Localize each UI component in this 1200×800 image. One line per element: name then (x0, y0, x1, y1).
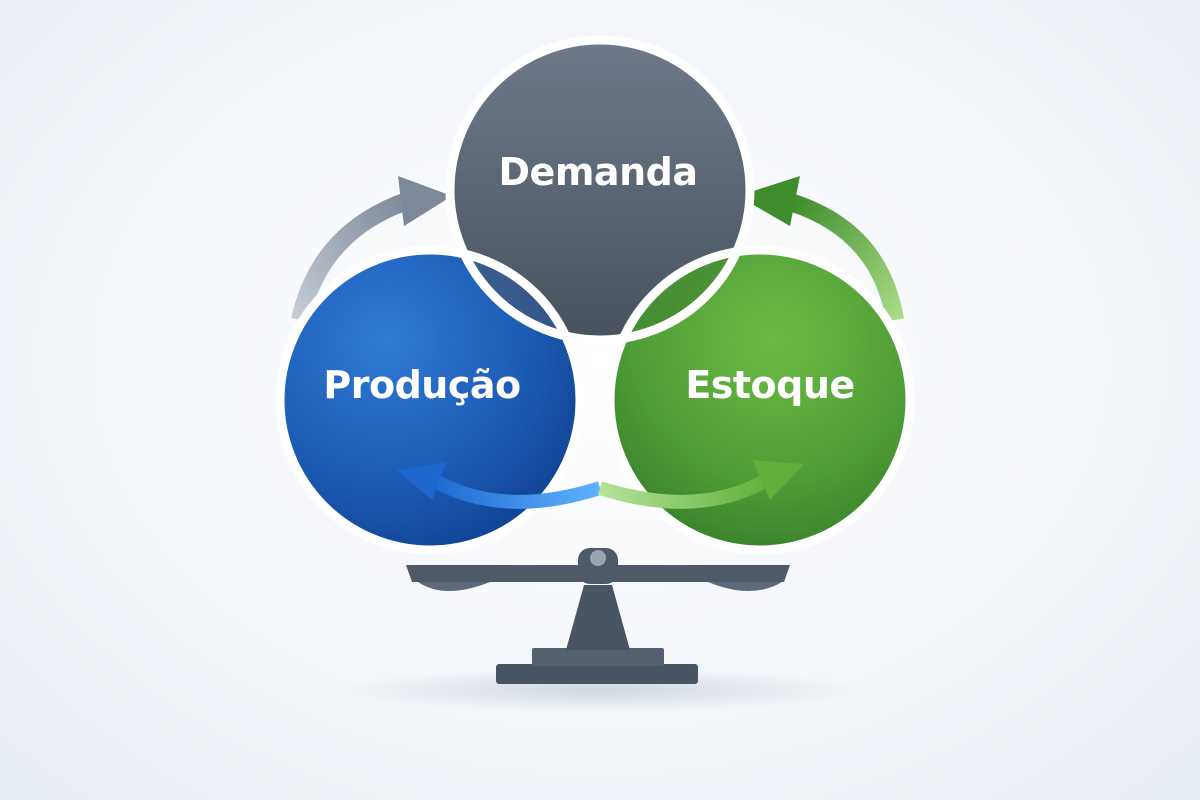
double-curved-arrow-icon (396, 460, 804, 509)
outline-producao (275, 245, 585, 555)
label-estoque: Estoque (685, 363, 854, 407)
balance-scale-icon (406, 548, 790, 684)
curved-arrow-icon (738, 176, 904, 322)
label-producao: Produção (323, 363, 520, 407)
circle-demanda (450, 40, 750, 340)
curved-arrow-icon (291, 176, 452, 323)
outline-demanda (445, 35, 755, 345)
circle-producao (280, 250, 580, 550)
circle-estoque (610, 250, 910, 550)
outline-estoque (605, 245, 915, 555)
label-demanda: Demanda (499, 150, 698, 194)
ground-shadow (340, 668, 860, 712)
